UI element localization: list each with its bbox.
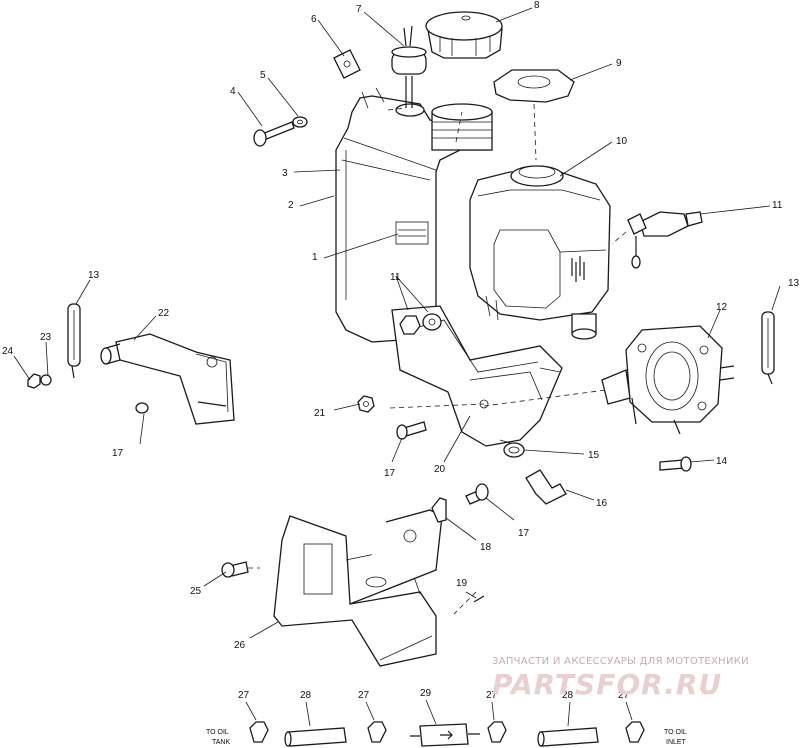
strap-left [67, 303, 81, 379]
watermark: ЗАПЧАСТИ И АКСЕССУАРЫ ДЛЯ МОТОТЕХНИКИ PA… [492, 656, 749, 701]
callout-11-top: 11 [390, 272, 401, 283]
callout-10: 10 [616, 136, 628, 147]
callout-24: 24 [2, 346, 14, 357]
strap-right [761, 311, 775, 385]
mounting-screw [253, 121, 295, 147]
callout-13-left: 13 [88, 270, 100, 281]
bolt-17-center [396, 421, 427, 440]
watermark-brand: PARTSFOR.RU [492, 668, 722, 701]
callout-22: 22 [158, 308, 170, 319]
callout-1: 1 [312, 252, 318, 263]
left-bracket [100, 333, 235, 425]
note-to-oil-tank-1: TO OIL [206, 729, 229, 736]
callout-26: 26 [234, 640, 246, 651]
callout-12: 12 [716, 302, 728, 313]
callout-3: 3 [282, 168, 288, 179]
oil-reservoir [469, 165, 611, 340]
callout-14: 14 [716, 456, 728, 467]
callout-21: 21 [314, 408, 326, 419]
callout-7: 7 [356, 4, 362, 15]
callout-19: 19 [456, 578, 468, 589]
callout-11-right: 11 [772, 200, 783, 211]
pin-19 [473, 595, 485, 603]
callout-27-b: 27 [358, 690, 370, 701]
callout-23: 23 [40, 332, 52, 343]
callout-6: 6 [311, 14, 317, 25]
callout-13-right: 13 [788, 278, 800, 289]
callout-15: 15 [588, 450, 600, 461]
callout-16: 16 [596, 498, 608, 509]
note-to-oil-inlet-2: INLET [666, 739, 687, 746]
pump-screw [659, 456, 692, 472]
nut-21 [357, 395, 375, 413]
callout-28-b: 28 [562, 690, 574, 701]
callout-17-center: 17 [384, 468, 396, 479]
callout-numbers: 1 2 3 4 5 6 7 8 9 10 11 11 12 13 13 14 1… [2, 0, 800, 701]
nut-24 [27, 373, 41, 389]
hose-clamp [503, 442, 525, 458]
callout-17-left: 17 [112, 448, 124, 459]
reservoir-cap [425, 11, 503, 59]
callout-27-d: 27 [618, 690, 630, 701]
callout-28-a: 28 [300, 690, 312, 701]
callout-8: 8 [534, 0, 540, 11]
callout-18: 18 [480, 542, 492, 553]
level-sensor [391, 25, 427, 108]
elbow-fitting [525, 469, 567, 505]
callout-20: 20 [434, 464, 446, 475]
callout-2: 2 [288, 200, 294, 211]
watermark-caption: ЗАПЧАСТИ И АКСЕССУАРЫ ДЛЯ МОТОТЕХНИКИ [492, 656, 749, 667]
hose-kit-row [249, 721, 645, 747]
hose-notes: TO OIL TANK TO OIL INLET [206, 729, 687, 746]
oil-pump [601, 325, 735, 435]
bolt-17-right [465, 483, 489, 505]
lower-bracket [273, 501, 445, 667]
leader-lines [13, 7, 781, 727]
callout-5: 5 [260, 70, 266, 81]
washer [292, 116, 308, 128]
note-to-oil-tank-2: TANK [212, 739, 230, 746]
oil-tank [335, 87, 493, 343]
callout-27-c: 27 [486, 690, 498, 701]
note-to-oil-inlet-1: TO OIL [664, 729, 687, 736]
retaining-clip [333, 49, 361, 79]
tab-18 [431, 497, 447, 523]
callout-4: 4 [230, 86, 236, 97]
callout-17-right: 17 [518, 528, 530, 539]
callout-29: 29 [420, 688, 432, 699]
callout-9: 9 [616, 58, 622, 69]
bolt-25 [221, 561, 249, 578]
callout-25: 25 [190, 586, 202, 597]
cap-gasket [493, 69, 575, 103]
clip-23 [40, 374, 52, 386]
nut-and-washer [399, 313, 442, 335]
bolt-17-left [135, 402, 149, 414]
callout-27-a: 27 [238, 690, 250, 701]
shutoff-valve [627, 211, 703, 269]
